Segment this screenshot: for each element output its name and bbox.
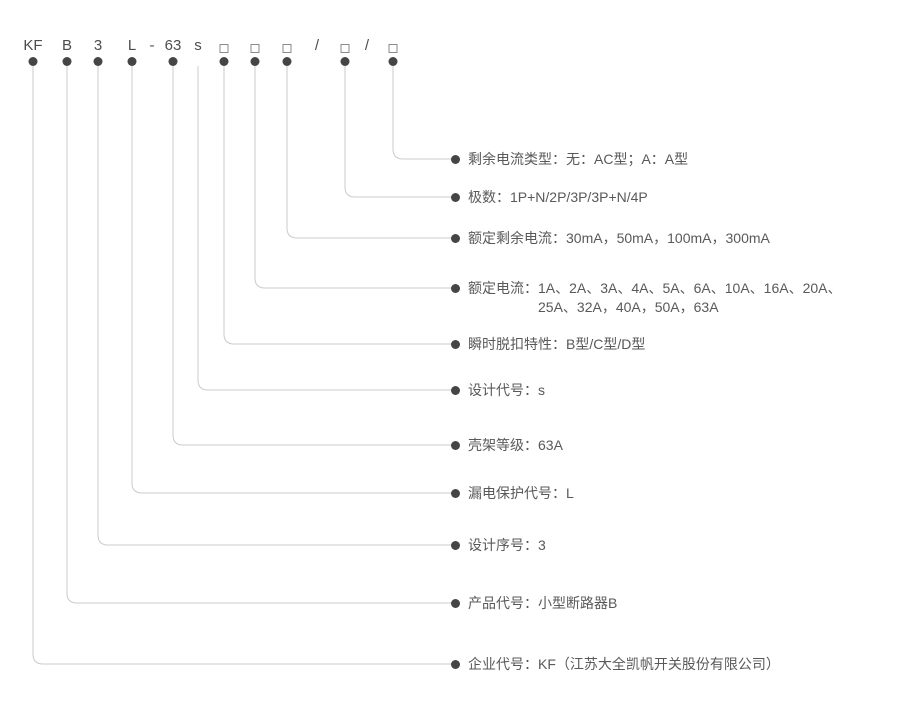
code-segment-63: 63 <box>164 37 182 54</box>
annotation-dot <box>451 488 460 498</box>
code-segment-s: s <box>194 37 202 54</box>
annotation-text: 产品代号：小型断路器B <box>468 594 618 611</box>
annotation-label: 瞬时脱扣特性：B型/C型/D型 <box>468 335 645 354</box>
connector-line <box>392 66 451 160</box>
annotation-label: 极数：1P+N/2P/3P/3P+N/4P <box>468 188 648 207</box>
code-segment--: - <box>149 37 155 54</box>
connector-line <box>223 66 451 345</box>
annotation-dot <box>451 154 460 164</box>
connector-line <box>172 66 451 446</box>
annotation-label: 壳架等级：63A <box>468 436 563 455</box>
annotation-text: 剩余电流类型：无：AC型；A：A型 <box>468 150 689 167</box>
annotation-dot <box>451 540 460 550</box>
connector-start-dot <box>28 57 38 66</box>
annotation-label: 设计代号：s <box>468 381 545 400</box>
placeholder-box <box>388 44 398 53</box>
annotation-dot <box>451 192 460 202</box>
annotation-text: 壳架等级：63A <box>468 436 563 453</box>
annotation-text-continued: 25A、32A，40A，50A，63A <box>538 298 719 315</box>
annotation-dot <box>451 385 460 395</box>
connector-start-dot <box>250 57 260 66</box>
connector-start-dot <box>62 57 72 66</box>
annotation-text: 极数：1P+N/2P/3P/3P+N/4P <box>468 188 648 205</box>
placeholder-box <box>282 44 292 53</box>
annotation-dot <box>451 440 460 450</box>
code-segment-/: / <box>364 37 370 54</box>
connector-start-dot <box>388 57 398 66</box>
connector-start-dot <box>340 57 350 66</box>
code-segment-kf: KF <box>23 37 43 54</box>
annotation-text: 额定剩余电流：30mA，50mA，100mA，300mA <box>468 229 770 246</box>
annotation-text: 企业代号：KF（江苏大全凯帆开关股份有限公司） <box>468 655 780 672</box>
placeholder-box <box>219 44 229 53</box>
annotation-label: 产品代号：小型断路器B <box>468 594 617 613</box>
code-segment-/: / <box>314 37 320 54</box>
annotation-label: 设计序号：3 <box>468 536 546 555</box>
annotation-dot <box>451 339 460 349</box>
code-segment-l: L <box>127 37 137 54</box>
annotation-dot <box>451 233 460 243</box>
code-segment-3: 3 <box>93 37 103 54</box>
annotation-label: 漏电保护代号：L <box>468 484 574 503</box>
annotation-dot <box>451 283 460 293</box>
connector-line <box>131 66 451 494</box>
code-segment-b: B <box>61 37 73 54</box>
annotation-text: 漏电保护代号：L <box>468 484 574 501</box>
placeholder-box <box>250 44 260 53</box>
connector-line <box>32 66 451 665</box>
annotation-label: 企业代号：KF（江苏大全凯帆开关股份有限公司） <box>468 655 780 674</box>
connector-line <box>66 66 451 604</box>
connector-start-dot <box>127 57 137 66</box>
annotation-label: 额定电流：1A、2A、3A、4A、5A、6A、10A、16A、20A、 25A、3… <box>468 279 841 317</box>
annotation-dot <box>451 598 460 608</box>
connector-start-dot <box>282 57 292 66</box>
connector-line <box>197 66 451 391</box>
connector-start-dot <box>93 57 103 66</box>
annotation-text: 瞬时脱扣特性：B型/C型/D型 <box>468 335 646 352</box>
annotation-text: 额定电流：1A、2A、3A、4A、5A、6A、10A、16A、20A、 <box>468 279 842 296</box>
annotation-label: 额定剩余电流：30mA，50mA，100mA，300mA <box>468 229 770 248</box>
connector-start-dot <box>168 57 178 66</box>
placeholder-box <box>340 44 350 53</box>
connector-start-dot <box>219 57 229 66</box>
annotation-text: 设计代号：s <box>468 381 545 398</box>
annotation-dot <box>451 659 460 669</box>
annotation-text: 设计序号：3 <box>468 536 546 553</box>
connector-line <box>344 66 451 198</box>
connector-line <box>254 66 451 289</box>
connector-line <box>286 66 451 239</box>
connector-line <box>97 66 451 546</box>
annotation-label: 剩余电流类型：无：AC型；A：A型 <box>468 150 688 169</box>
